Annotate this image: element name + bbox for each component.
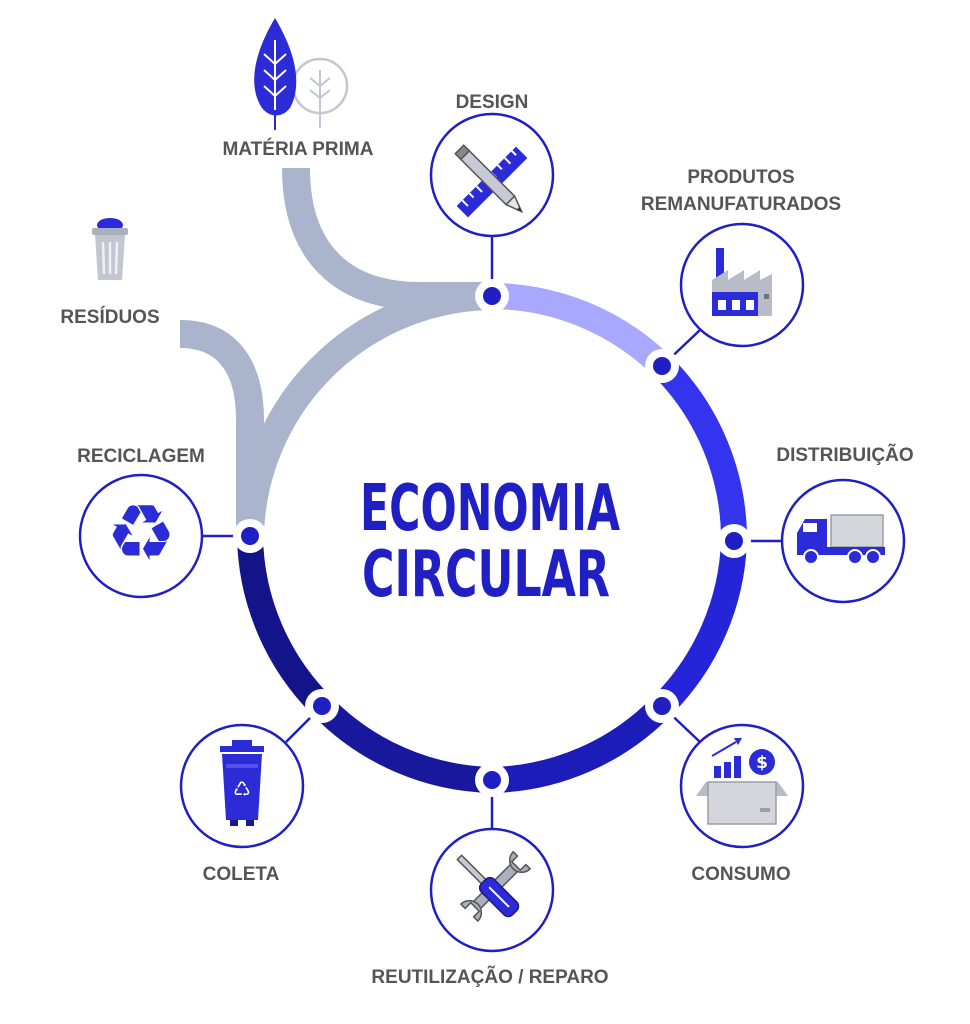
trees-icon: [254, 18, 349, 130]
label-coleta: COLETA: [203, 864, 280, 885]
dot-reciclagem: [233, 519, 267, 553]
recycle-bin-icon: ♺: [220, 740, 264, 826]
cycle-ring: [237, 283, 748, 793]
label-remanufaturados-line-1: PRODUTOS: [687, 167, 794, 188]
dot-distribuicao: [717, 524, 751, 558]
reciclagem-node: [78, 473, 204, 599]
wrench-screwdriver-icon: [456, 850, 532, 923]
dot-coleta: [305, 689, 339, 723]
box-chart-dollar-icon: $: [696, 738, 788, 825]
truck-icon: [797, 514, 885, 565]
dot-reutilizacao: [475, 763, 509, 797]
recycle-loop-flow: [236, 282, 493, 537]
factory-icon: [712, 248, 772, 316]
residuos-flow: [179, 320, 264, 536]
label-reutilizacao: REUTILIZAÇÃO / REPARO: [371, 966, 608, 988]
svg-text:♻: ♻: [106, 489, 176, 579]
label-distribuicao: DISTRIBUIÇÃO: [776, 444, 913, 466]
label-reciclagem: RECICLAGEM: [77, 446, 205, 467]
label-materia-prima: MATÉRIA PRIMA: [223, 138, 374, 160]
recycle-icon: ♻: [106, 489, 176, 579]
trash-can-icon: [92, 218, 128, 280]
label-residuos: RESÍDUOS: [60, 306, 159, 328]
label-consumo: CONSUMO: [691, 864, 790, 885]
dot-remanufaturados: [645, 349, 679, 383]
ring-segment-left: [237, 535, 332, 716]
dot-consumo: [645, 689, 679, 723]
ring-segment-bottom-right: [491, 696, 672, 793]
title-line-2: CIRCULAR: [362, 538, 610, 612]
title-line-1: ECONOMIA: [360, 472, 620, 546]
ring-segment-lower-right: [652, 540, 747, 716]
ring-dots: [233, 279, 751, 797]
label-design: DESIGN: [456, 92, 529, 113]
svg-text:$: $: [756, 753, 768, 773]
materia-prima-flow: [282, 167, 492, 310]
label-remanufaturados-line-2: REMANUFATURADOS: [641, 194, 841, 215]
pencil-ruler-icon: [454, 144, 528, 218]
ring-segment-bottom-left: [312, 696, 493, 793]
dot-design: [475, 279, 509, 313]
svg-text:♺: ♺: [233, 777, 251, 801]
ring-segment-top: [491, 283, 672, 376]
inflow-paths: [179, 167, 493, 537]
ring-segment-right: [652, 356, 748, 542]
